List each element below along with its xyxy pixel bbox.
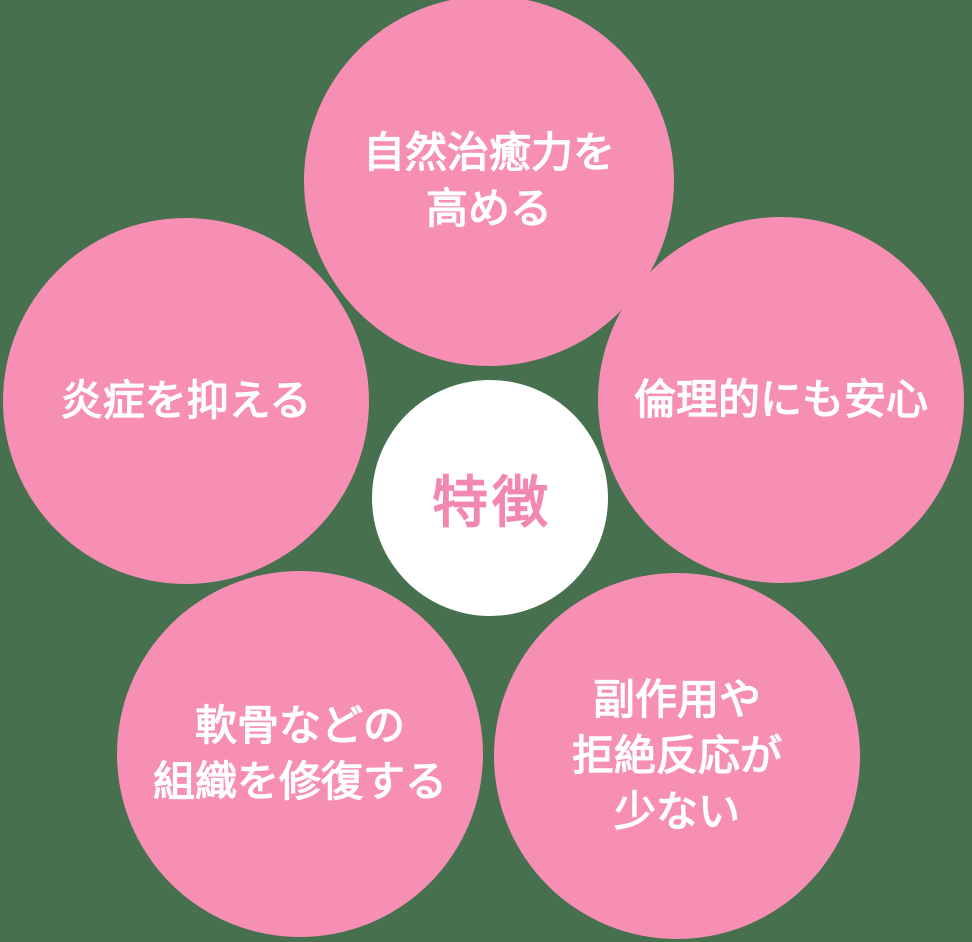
petal-text-line: 軟骨などの (194, 701, 405, 750)
petal-suppress-inflammation-label: 炎症を抑える (61, 373, 312, 429)
petal-natural-healing: 自然治癒力を 高める (304, 0, 674, 366)
petal-text-line: 炎症を抑える (60, 376, 312, 425)
petal-few-side-effects-label: 副作用や 拒絶反応が 少ない (572, 672, 782, 840)
center-circle: 特徴 (372, 380, 608, 616)
petal-text-line: 自然治癒力を (362, 128, 615, 177)
petal-natural-healing-label: 自然治癒力を 高める (363, 125, 615, 237)
petal-text-line: 少ない (613, 787, 740, 836)
petal-tissue-repair-label: 軟骨などの 組織を修復する (153, 698, 447, 810)
petal-text-line: 副作用や (592, 675, 761, 724)
petal-tissue-repair: 軟骨などの 組織を修復する (117, 571, 483, 937)
petal-ethically-safe-label: 倫理的にも安心 (634, 372, 928, 428)
petal-text-line: 組織を修復する (152, 757, 447, 806)
center-title: 特徴 (432, 470, 552, 536)
petal-text-line: 拒絶反応が (571, 731, 782, 780)
petal-text-line: 倫理的にも安心 (633, 375, 928, 424)
petal-text-line: 高める (425, 184, 552, 233)
petal-suppress-inflammation: 炎症を抑える (3, 218, 369, 584)
petal-ethically-safe: 倫理的にも安心 (598, 217, 964, 583)
petal-few-side-effects: 副作用や 拒絶反応が 少ない (494, 573, 860, 939)
